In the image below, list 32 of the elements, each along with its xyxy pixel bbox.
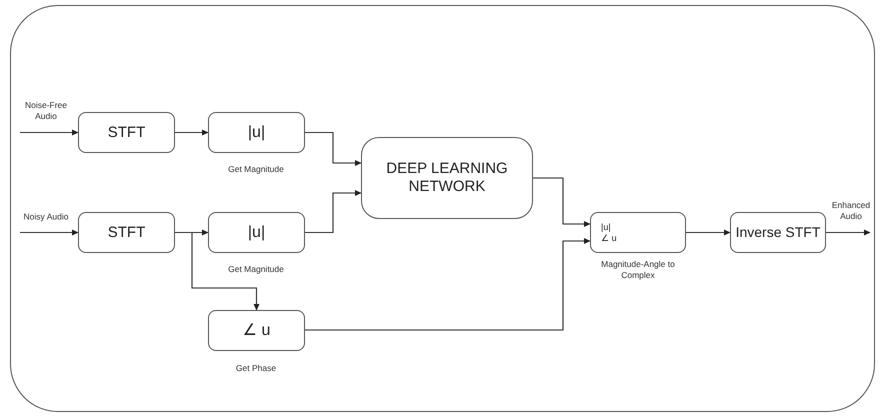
process-box — [208, 112, 305, 153]
process-box — [78, 112, 175, 153]
arrow — [305, 190, 362, 234]
arrow — [533, 177, 590, 227]
arrow — [305, 238, 590, 331]
box-label: ∠ u — [242, 320, 270, 340]
box-label: |u| — [248, 122, 266, 142]
caption-text: Magnitude-Angle to Complex — [600, 259, 676, 282]
box-label: ∠ u — [601, 232, 617, 244]
edge-label: Noisy Audio — [21, 212, 71, 223]
process-box — [78, 212, 175, 253]
caption-text: Get Magnitude — [227, 164, 285, 176]
arrow — [826, 230, 870, 236]
arrow — [686, 230, 730, 236]
process-box — [590, 212, 686, 253]
arrow — [20, 230, 78, 236]
box-label: |u| — [248, 222, 266, 242]
arrow — [175, 130, 208, 136]
box-label: Inverse STFT — [736, 224, 820, 241]
box-label: DEEP LEARNING NETWORK — [385, 160, 509, 196]
box-label: STFT — [108, 224, 146, 242]
box-label: STFT — [108, 124, 146, 142]
caption-text: Get Magnitude — [227, 264, 285, 276]
process-box — [730, 212, 826, 253]
arrow — [20, 130, 78, 136]
arrow — [175, 232, 260, 310]
box-label: |u| — [601, 222, 611, 232]
arrow — [305, 132, 362, 166]
process-box — [208, 310, 305, 351]
process-box — [361, 137, 533, 219]
process-box — [208, 212, 305, 253]
caption-text: Get Phase — [234, 363, 278, 374]
